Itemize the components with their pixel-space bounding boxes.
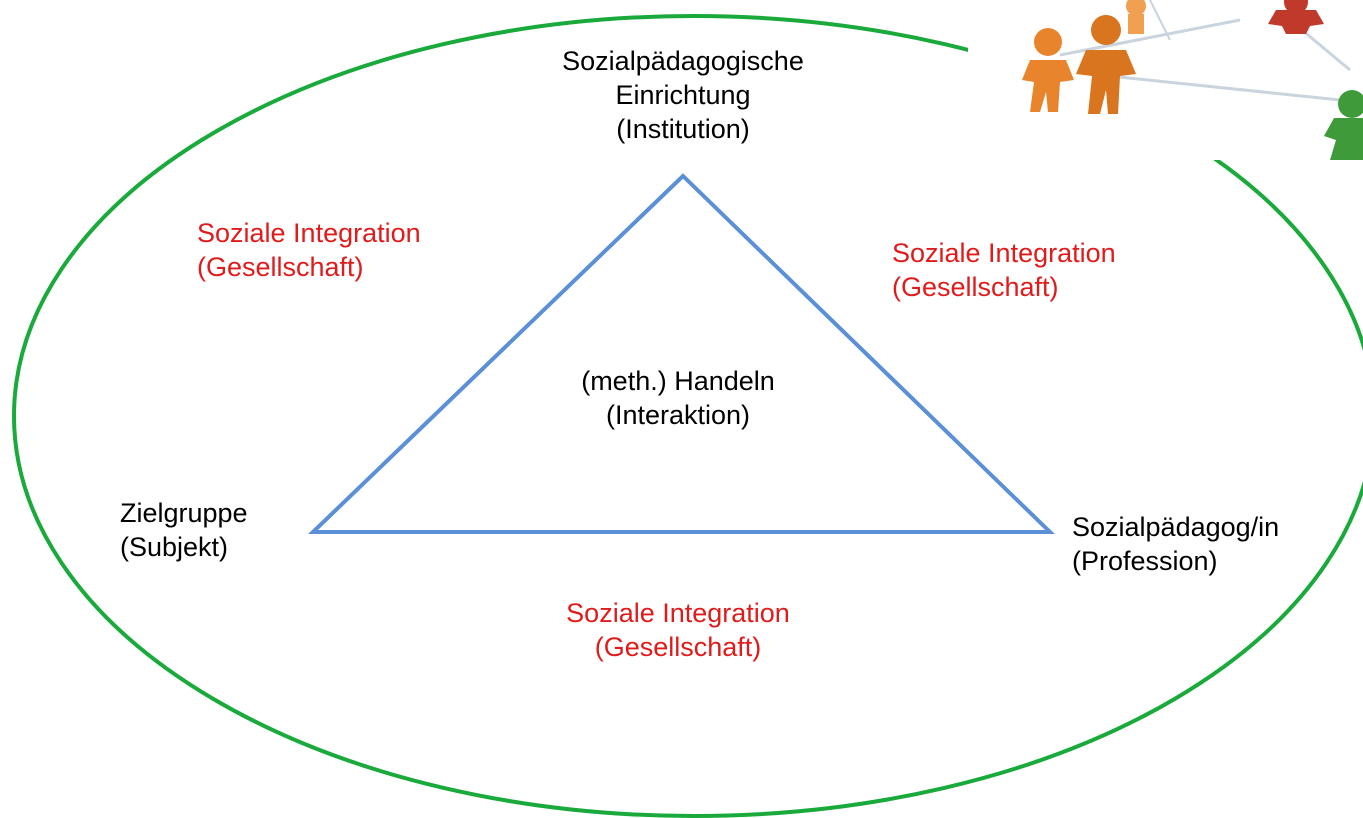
integration-label-left-line1: Soziale Integration	[197, 218, 421, 248]
society-ellipse	[12, 14, 1363, 818]
node-target-group-line1: Zielgruppe	[120, 498, 248, 528]
node-profession-line1: Sozialpädagog/in	[1072, 512, 1280, 542]
node-institution: Sozialpädagogische Einrichtung (Institut…	[533, 44, 833, 146]
integration-label-right: Soziale Integration (Gesellschaft)	[892, 236, 1116, 304]
node-target-group-line2: (Subjekt)	[120, 532, 229, 562]
people-network-icon	[968, 0, 1363, 160]
node-institution-line3: (Institution)	[616, 114, 750, 144]
node-interaction-line2: (Interaktion)	[605, 400, 751, 430]
node-target-group: Zielgruppe (Subjekt)	[120, 496, 248, 564]
interaction-triangle	[308, 173, 1055, 534]
node-institution-line1: Sozialpädagogische	[562, 46, 804, 76]
integration-label-right-line1: Soziale Integration	[892, 238, 1116, 268]
integration-label-bottom: Soziale Integration (Gesellschaft)	[528, 596, 828, 664]
node-interaction: (meth.) Handeln (Interaktion)	[528, 364, 828, 432]
integration-label-bottom-line2: (Gesellschaft)	[594, 632, 762, 662]
node-profession: Sozialpädagog/in (Profession)	[1072, 510, 1279, 578]
integration-label-left-line2: (Gesellschaft)	[197, 252, 364, 282]
integration-label-bottom-line1: Soziale Integration	[566, 598, 790, 628]
node-profession-line2: (Profession)	[1072, 546, 1218, 576]
node-institution-line2: Einrichtung	[615, 80, 751, 110]
integration-label-left: Soziale Integration (Gesellschaft)	[197, 216, 421, 284]
node-interaction-line1: (meth.) Handeln	[581, 366, 775, 396]
integration-label-right-line2: (Gesellschaft)	[892, 272, 1059, 302]
